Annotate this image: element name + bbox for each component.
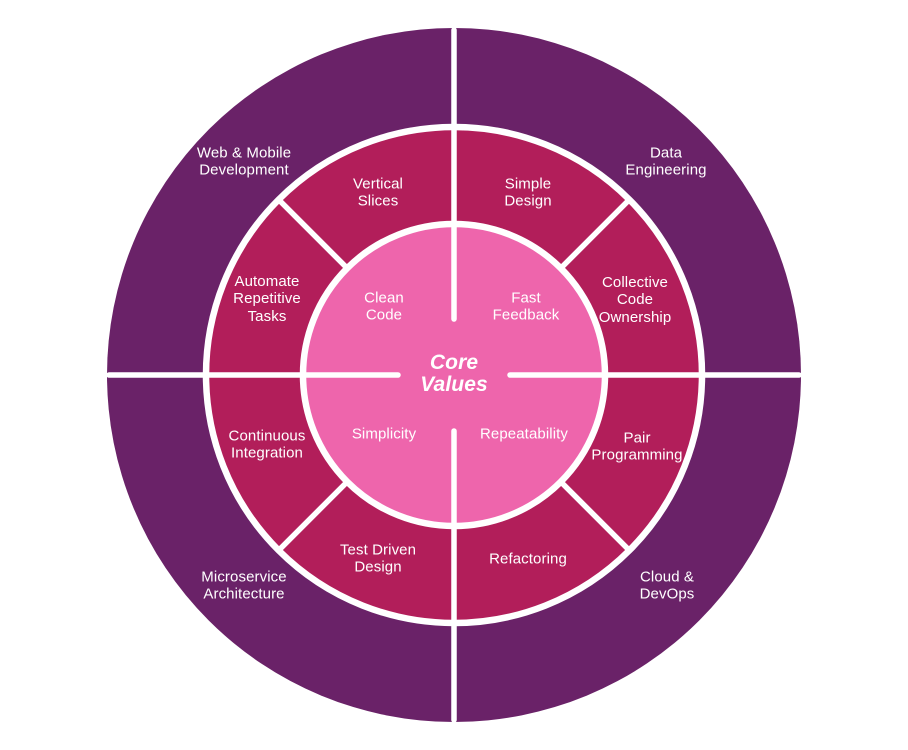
middle-ring-divider-nw [275,196,350,271]
middle-ring-divider-ne [558,196,633,271]
middle-ring-divider-sw [275,479,350,554]
middle-ring-divider-se [558,479,633,554]
